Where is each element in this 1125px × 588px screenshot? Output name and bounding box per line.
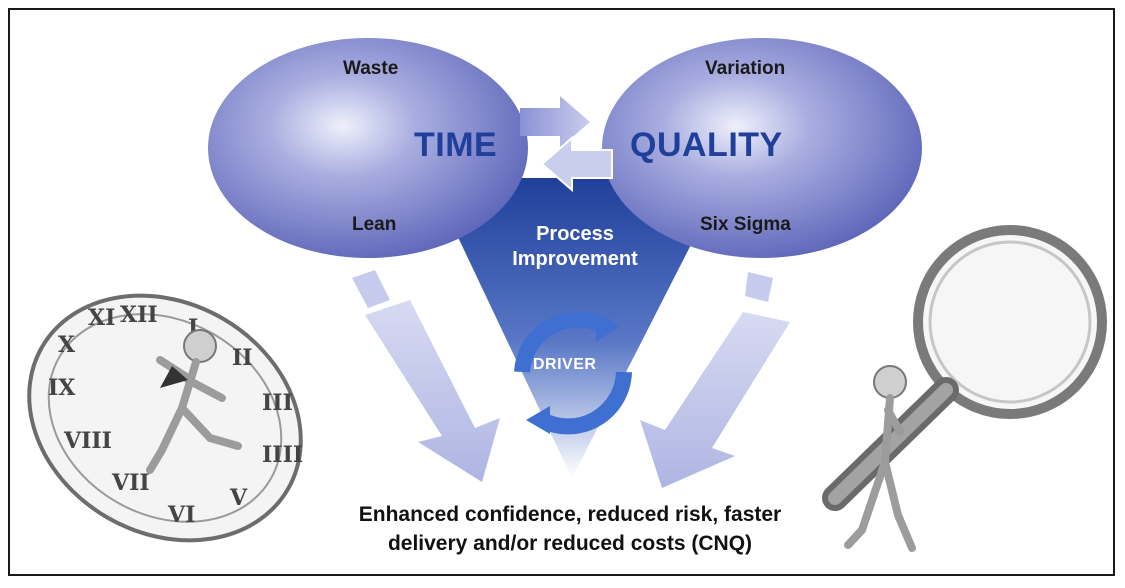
link-arrows: [520, 96, 613, 193]
outcome-line2: delivery and/or reduced costs (CNQ): [387, 532, 753, 555]
driver-label: DRIVER: [533, 356, 597, 373]
quality-ellipse: [602, 38, 922, 258]
svg-text:VIII: VIII: [63, 428, 112, 454]
outcome-line1: Enhanced confidence, reduced risk, faste…: [358, 503, 782, 526]
variation-label: Variation: [705, 58, 786, 79]
svg-text:VII: VII: [111, 470, 150, 496]
waste-label: Waste: [343, 58, 399, 79]
lean-label: Lean: [352, 214, 397, 235]
svg-text:X: X: [58, 332, 76, 358]
process-triangle: [430, 178, 725, 478]
clock-illustration: XII I II III IIII V VI VII VIII IX X XI: [27, 293, 303, 543]
improvement-label: Improvement: [512, 248, 638, 270]
left-down-arrow: [352, 270, 500, 482]
right-down-arrow: [640, 272, 790, 488]
svg-text:IIII: IIII: [262, 442, 303, 468]
svg-text:I: I: [188, 315, 198, 341]
svg-text:II: II: [232, 345, 253, 371]
svg-text:V: V: [229, 485, 248, 511]
process-improvement-title: Process Improvement: [500, 222, 650, 272]
six-sigma-label: Six Sigma: [700, 214, 791, 235]
svg-text:VI: VI: [167, 502, 195, 528]
time-label: TIME: [414, 126, 498, 164]
time-ellipse: [208, 38, 528, 258]
process-label: Process: [536, 223, 614, 245]
svg-text:XII: XII: [120, 302, 158, 328]
quality-label: QUALITY: [630, 126, 783, 164]
svg-text:XI: XI: [88, 305, 115, 331]
magnifier-illustration: [822, 225, 1107, 552]
svg-text:III: III: [262, 390, 293, 416]
driver-cycle-arrows: [514, 311, 632, 435]
outcome-text: Enhanced confidence, reduced risk, faste…: [310, 500, 830, 558]
svg-text:IX: IX: [48, 375, 76, 401]
